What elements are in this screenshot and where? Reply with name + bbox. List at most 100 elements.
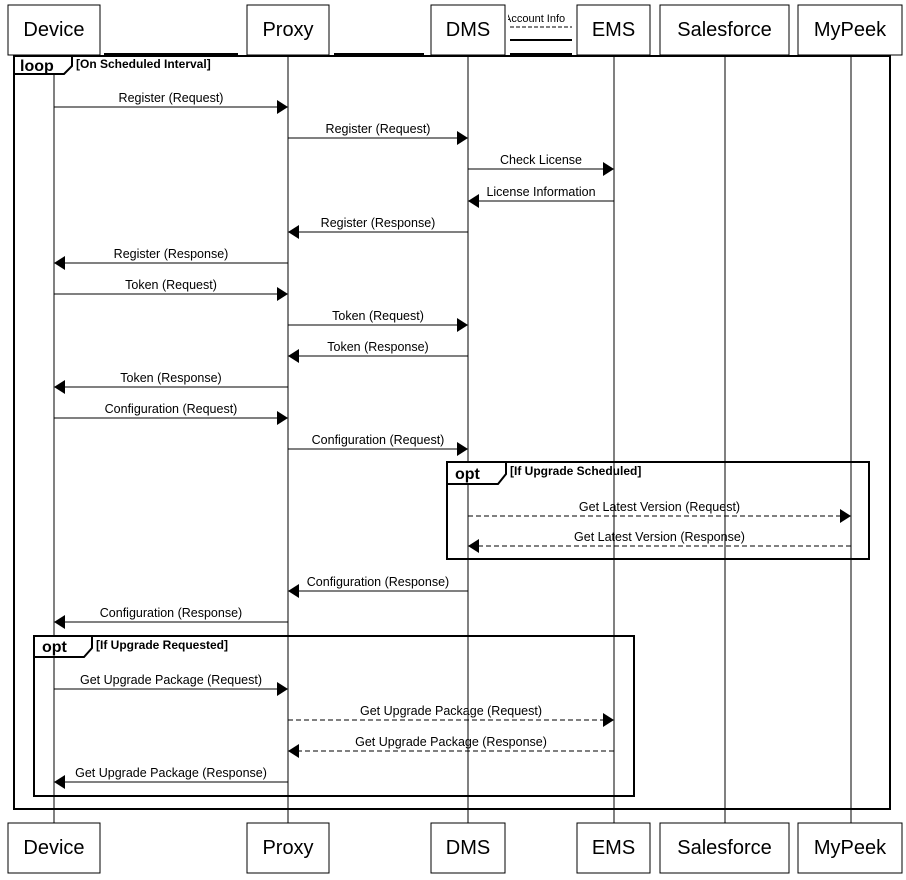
loop-condition: [On Scheduled Interval]	[76, 57, 211, 71]
message-label: Register (Response)	[114, 247, 229, 261]
arrowhead-icon	[54, 775, 65, 789]
message-configuration-response: Configuration (Response)	[288, 575, 468, 598]
participant-label: EMS	[592, 19, 635, 41]
participant-device-top: Device	[7, 4, 101, 56]
arrowhead-icon	[277, 100, 288, 114]
participant-ems-bottom: EMS	[576, 822, 651, 874]
participant-proxy-bottom: Proxy	[246, 822, 330, 874]
participant-dms-top: DMS	[430, 4, 506, 56]
participant-label: DMS	[446, 19, 490, 41]
opt-upgrade-requested-frame: opt [If Upgrade Requested]	[33, 635, 635, 797]
participant-proxy-top: Proxy	[246, 4, 330, 56]
arrowhead-icon	[457, 131, 468, 145]
message-get-upgrade-package-response: Get Upgrade Package (Response)	[54, 766, 288, 789]
top-note: Account Info	[504, 13, 572, 55]
message-register-response: Register (Response)	[288, 216, 468, 239]
message-label: Get Upgrade Package (Response)	[75, 766, 267, 780]
participant-mypeek-bottom: MyPeek	[797, 822, 903, 874]
participant-salesforce-bottom: Salesforce	[659, 822, 790, 874]
message-get-upgrade-package-response: Get Upgrade Package (Response)	[288, 735, 614, 758]
message-register-response: Register (Response)	[54, 247, 288, 270]
message-register-request: Register (Request)	[54, 91, 288, 114]
participant-device-bottom: Device	[7, 822, 101, 874]
message-configuration-response: Configuration (Response)	[54, 606, 288, 629]
message-get-latest-version-response: Get Latest Version (Response)	[468, 530, 851, 553]
message-label: Configuration (Response)	[100, 606, 242, 620]
message-label: Token (Response)	[327, 340, 428, 354]
participant-dms-bottom: DMS	[430, 822, 506, 874]
arrowhead-icon	[468, 539, 479, 553]
opt-upgrade-scheduled-frame: opt [If Upgrade Scheduled]	[446, 461, 870, 560]
opt-requested-condition: [If Upgrade Requested]	[96, 638, 228, 652]
participant-label: Proxy	[262, 19, 313, 41]
participant-ems-top: EMS	[576, 4, 651, 56]
lifelines	[53, 55, 852, 823]
arrowhead-icon	[840, 509, 851, 523]
arrowhead-icon	[288, 349, 299, 363]
message-get-upgrade-package-request: Get Upgrade Package (Request)	[288, 704, 614, 727]
participant-label: EMS	[592, 837, 635, 859]
message-label: License Information	[486, 185, 595, 199]
participants-bottom: Device Proxy DMS EMS Salesforce MyPeek	[7, 822, 903, 874]
message-label: Token (Request)	[125, 278, 217, 292]
participant-label: Proxy	[262, 837, 313, 859]
message-token-response: Token (Response)	[54, 371, 288, 394]
message-check-license: Check License	[468, 153, 614, 176]
arrowhead-icon	[277, 287, 288, 301]
arrowhead-icon	[603, 713, 614, 727]
participant-label: DMS	[446, 837, 490, 859]
message-label: Check License	[500, 153, 582, 167]
opt-requested-keyword: opt	[42, 639, 68, 656]
arrowhead-icon	[54, 380, 65, 394]
loop-frame: loop [On Scheduled Interval]	[13, 55, 891, 810]
message-label: Get Latest Version (Request)	[579, 500, 740, 514]
message-register-request: Register (Request)	[288, 122, 468, 145]
message-label: Configuration (Request)	[312, 433, 445, 447]
message-configuration-request: Configuration (Request)	[54, 402, 288, 425]
opt-scheduled-condition: [If Upgrade Scheduled]	[510, 464, 641, 478]
arrowhead-icon	[54, 615, 65, 629]
message-label: Get Upgrade Package (Request)	[80, 673, 262, 687]
participants-top: Device Proxy DMS EMS Salesforce MyPeek	[7, 4, 903, 56]
message-label: Token (Request)	[332, 309, 424, 323]
message-token-request: Token (Request)	[288, 309, 468, 332]
arrowhead-icon	[288, 584, 299, 598]
message-label: Register (Request)	[119, 91, 224, 105]
message-label: Get Upgrade Package (Response)	[355, 735, 547, 749]
participant-salesforce-top: Salesforce	[659, 4, 790, 56]
arrowhead-icon	[54, 256, 65, 270]
message-label: Configuration (Response)	[307, 575, 449, 589]
message-label: Register (Response)	[321, 216, 436, 230]
loop-keyword: loop	[20, 58, 54, 75]
arrowhead-icon	[603, 162, 614, 176]
arrowhead-icon	[457, 318, 468, 332]
arrowhead-icon	[277, 682, 288, 696]
message-label: Get Upgrade Package (Request)	[360, 704, 542, 718]
participant-label: Device	[23, 837, 84, 859]
participant-label: Salesforce	[677, 837, 772, 859]
arrowhead-icon	[288, 225, 299, 239]
message-label: Configuration (Request)	[105, 402, 238, 416]
message-label: Register (Request)	[326, 122, 431, 136]
message-get-latest-version-request: Get Latest Version (Request)	[468, 500, 851, 523]
arrowhead-icon	[288, 744, 299, 758]
message-configuration-request: Configuration (Request)	[288, 433, 468, 456]
messages: Register (Request) Register (Request) Chec…	[54, 91, 851, 789]
message-label: Get Latest Version (Response)	[574, 530, 745, 544]
participant-mypeek-top: MyPeek	[797, 4, 903, 56]
message-label: Token (Response)	[120, 371, 221, 385]
message-license-information: License Information	[468, 185, 614, 208]
arrowhead-icon	[277, 411, 288, 425]
opt-scheduled-keyword: opt	[455, 466, 481, 483]
participant-label: MyPeek	[814, 837, 887, 859]
arrowhead-icon	[468, 194, 479, 208]
message-get-upgrade-package-request: Get Upgrade Package (Request)	[54, 673, 288, 696]
participant-label: Salesforce	[677, 19, 772, 41]
participant-label: MyPeek	[814, 19, 887, 41]
participant-label: Device	[23, 19, 84, 41]
top-note-text: Account Info	[504, 13, 565, 25]
message-token-response: Token (Response)	[288, 340, 468, 363]
message-token-request: Token (Request)	[54, 278, 288, 301]
arrowhead-icon	[457, 442, 468, 456]
